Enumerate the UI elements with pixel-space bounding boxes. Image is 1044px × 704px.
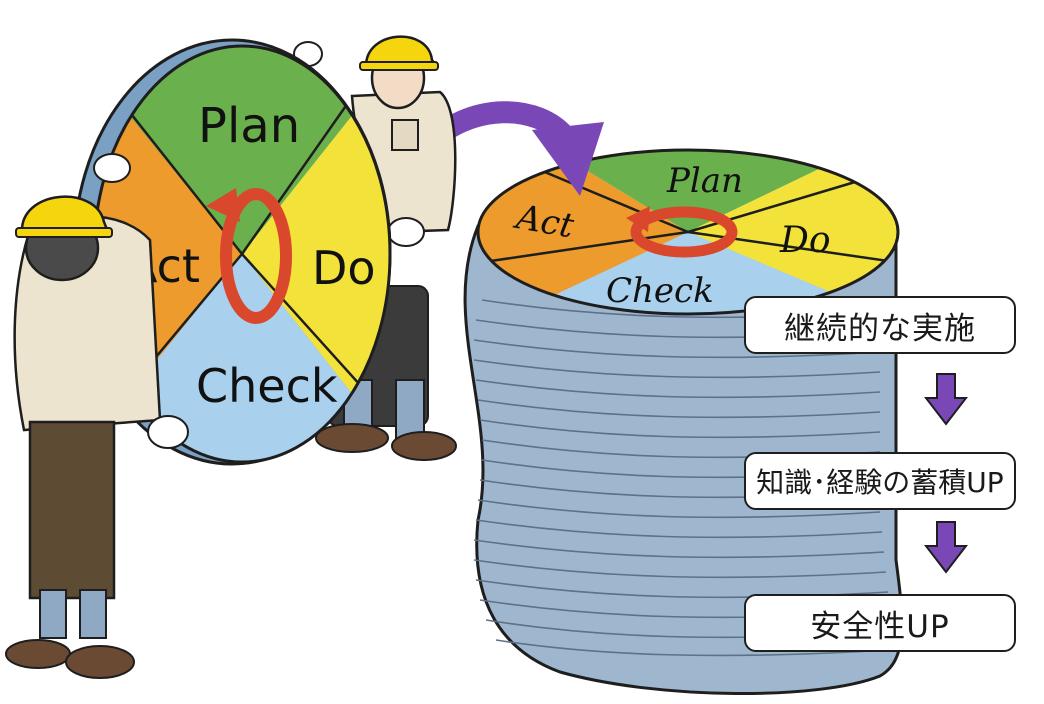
stack-do-label: Do (779, 220, 831, 261)
wheel-check-label: Check (196, 359, 338, 413)
flow-step-safety-up: 安全性UP (744, 594, 1016, 652)
helmet-icon (20, 195, 110, 234)
flow-step-1-text: 継続的な実施 (784, 310, 976, 347)
cycle-arrow-icon (626, 206, 738, 258)
flow-step-2-text: 知識･経験の蓄積UP (756, 466, 1004, 499)
down-arrow-icon (924, 521, 968, 574)
stack-check-label: Check (606, 271, 714, 311)
down-arrow-icon (924, 373, 968, 426)
wheel-plan-label: Plan (198, 98, 300, 154)
flow-step-3-text: 安全性UP (810, 608, 950, 645)
stack-plan-label: Plan (666, 161, 743, 201)
wheel-do-label: Do (312, 241, 376, 295)
helmet-icon (364, 35, 439, 68)
flow-step-continuous-implementation: 継続的な実施 (744, 296, 1016, 354)
cycle-arrow-icon (206, 188, 292, 324)
worker-front (5, 153, 189, 679)
flow-step-knowledge-experience-up: 知識･経験の蓄積UP (744, 452, 1016, 510)
